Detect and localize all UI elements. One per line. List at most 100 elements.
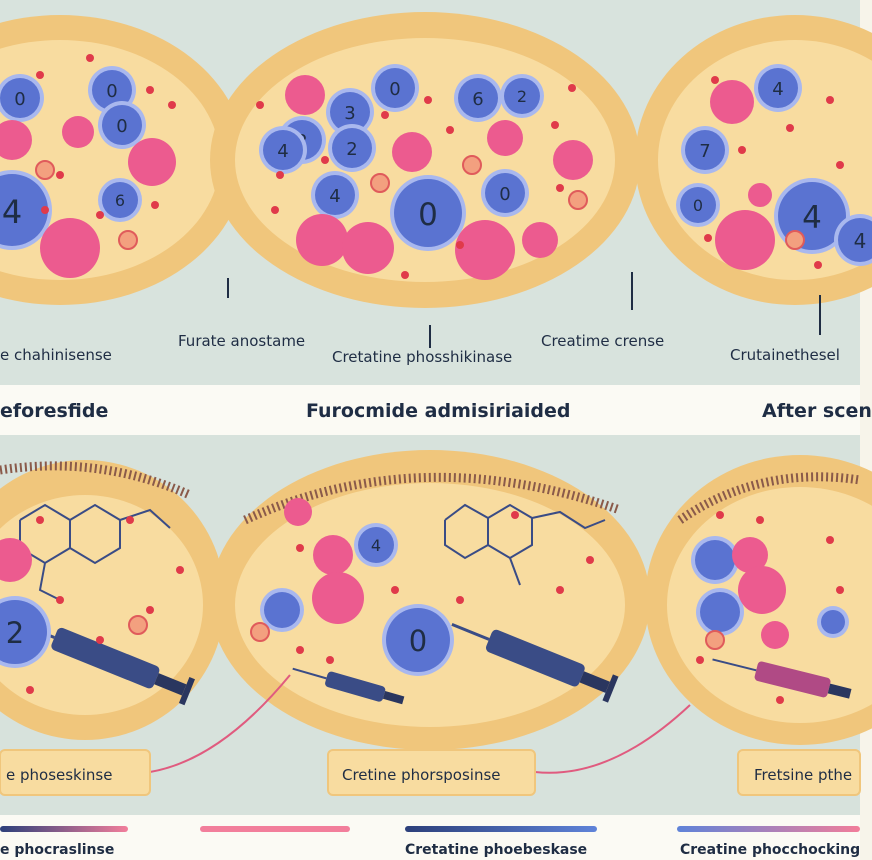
red-dot (151, 201, 159, 209)
red-dot (56, 171, 64, 179)
blue-cell (691, 536, 739, 584)
red-dot (326, 656, 334, 664)
red-dot (86, 54, 94, 62)
cell-number: 4 (2, 193, 22, 231)
pink-cell (553, 140, 593, 180)
cell-number: 0 (106, 81, 117, 102)
legend-label-2: Cretatine phoebeskase (405, 842, 588, 858)
red-dot (26, 686, 34, 694)
red-dot (296, 646, 304, 654)
blue-cell: 0 (481, 169, 529, 217)
blue-cell: 2 (328, 124, 376, 172)
red-dot (511, 511, 519, 519)
section-label-band (0, 385, 860, 435)
red-dot (36, 71, 44, 79)
red-dot (836, 586, 844, 594)
pink-cell (312, 572, 364, 624)
red-dot (826, 536, 834, 544)
pink-cell (296, 214, 348, 266)
legend-bar-3 (405, 826, 597, 832)
blue-cell: 2 (0, 596, 51, 668)
blue-cell: 2 (500, 74, 544, 118)
bottom-cell-left (0, 460, 225, 740)
red-dot (126, 516, 134, 524)
red-dot (391, 586, 399, 594)
syringe-middle-a (292, 667, 405, 705)
pink-cell (0, 538, 32, 582)
top-label-3: Cretatine phosshikinase (332, 348, 513, 366)
cell-number: 6 (115, 191, 125, 210)
blue-cell: 4 (259, 126, 307, 174)
red-dot (401, 271, 409, 279)
blue-cell: 3 (326, 88, 374, 136)
blue-cell: 7 (681, 126, 729, 174)
cell-number: 7 (699, 141, 710, 162)
orange-granule (568, 190, 588, 210)
pink-cell (62, 116, 94, 148)
pink-cell (715, 210, 775, 270)
red-dot (96, 636, 104, 644)
blue-cell: 6 (98, 178, 142, 222)
red-dot (41, 206, 49, 214)
cell-number: 4 (371, 536, 381, 555)
blue-cell: 0 (676, 183, 720, 227)
label-box-left (0, 749, 151, 796)
legend-label-3: Creatine phocchocking (680, 842, 861, 858)
red-dot (446, 126, 454, 134)
red-dot (756, 516, 764, 524)
cell-number: 0 (693, 196, 703, 215)
label-box-right (737, 749, 861, 796)
red-dot (276, 171, 284, 179)
red-dot (704, 234, 712, 242)
pink-cell (455, 220, 515, 280)
red-dot (738, 146, 746, 154)
cell-number: 4 (277, 141, 288, 162)
pink-cell (342, 222, 394, 274)
blue-cell: 4 (834, 214, 872, 266)
orange-granule (370, 173, 390, 193)
red-dot (146, 86, 154, 94)
top-label-2: Furate anostame (178, 332, 306, 350)
section-label-after: After scen (762, 400, 872, 422)
red-dot (836, 161, 844, 169)
legend-bar-2 (200, 826, 350, 832)
orange-granule (128, 615, 148, 635)
section-label-administered: Furocmide admisiriaided (306, 400, 571, 422)
pink-cell (710, 80, 754, 124)
top-label-5: Crutainethesel (730, 346, 840, 364)
red-dot (456, 596, 464, 604)
legend-band (0, 815, 860, 860)
pink-cell (732, 537, 768, 573)
pink-cell (738, 566, 786, 614)
pink-cell (748, 183, 772, 207)
orange-granule (462, 155, 482, 175)
cell-number: 0 (499, 184, 510, 205)
molecule-structure-middle (444, 503, 606, 586)
legend-bar-1 (0, 826, 128, 832)
pink-cell (40, 218, 100, 278)
red-dot (556, 586, 564, 594)
cell-number: 3 (344, 103, 355, 124)
pink-cell (392, 132, 432, 172)
red-dot (321, 156, 329, 164)
red-dot (711, 76, 719, 84)
pink-cell (522, 222, 558, 258)
blue-cell: 4 (754, 64, 802, 112)
cell-number: 0 (14, 89, 25, 110)
box-label-right: Fretsine pthe (754, 766, 853, 784)
pink-cell (128, 138, 176, 186)
cell-number: 0 (418, 197, 438, 233)
cell-number: 0 (116, 116, 127, 137)
red-dot (36, 516, 44, 524)
red-dot (176, 566, 184, 574)
orange-granule (705, 630, 725, 650)
red-dot (586, 556, 594, 564)
blue-cell (260, 588, 304, 632)
pink-cell (284, 498, 312, 526)
red-dot (56, 596, 64, 604)
pink-cell (0, 120, 32, 160)
pink-cell (761, 621, 789, 649)
pink-cell (487, 120, 523, 156)
blue-cell: 6 (454, 74, 502, 122)
